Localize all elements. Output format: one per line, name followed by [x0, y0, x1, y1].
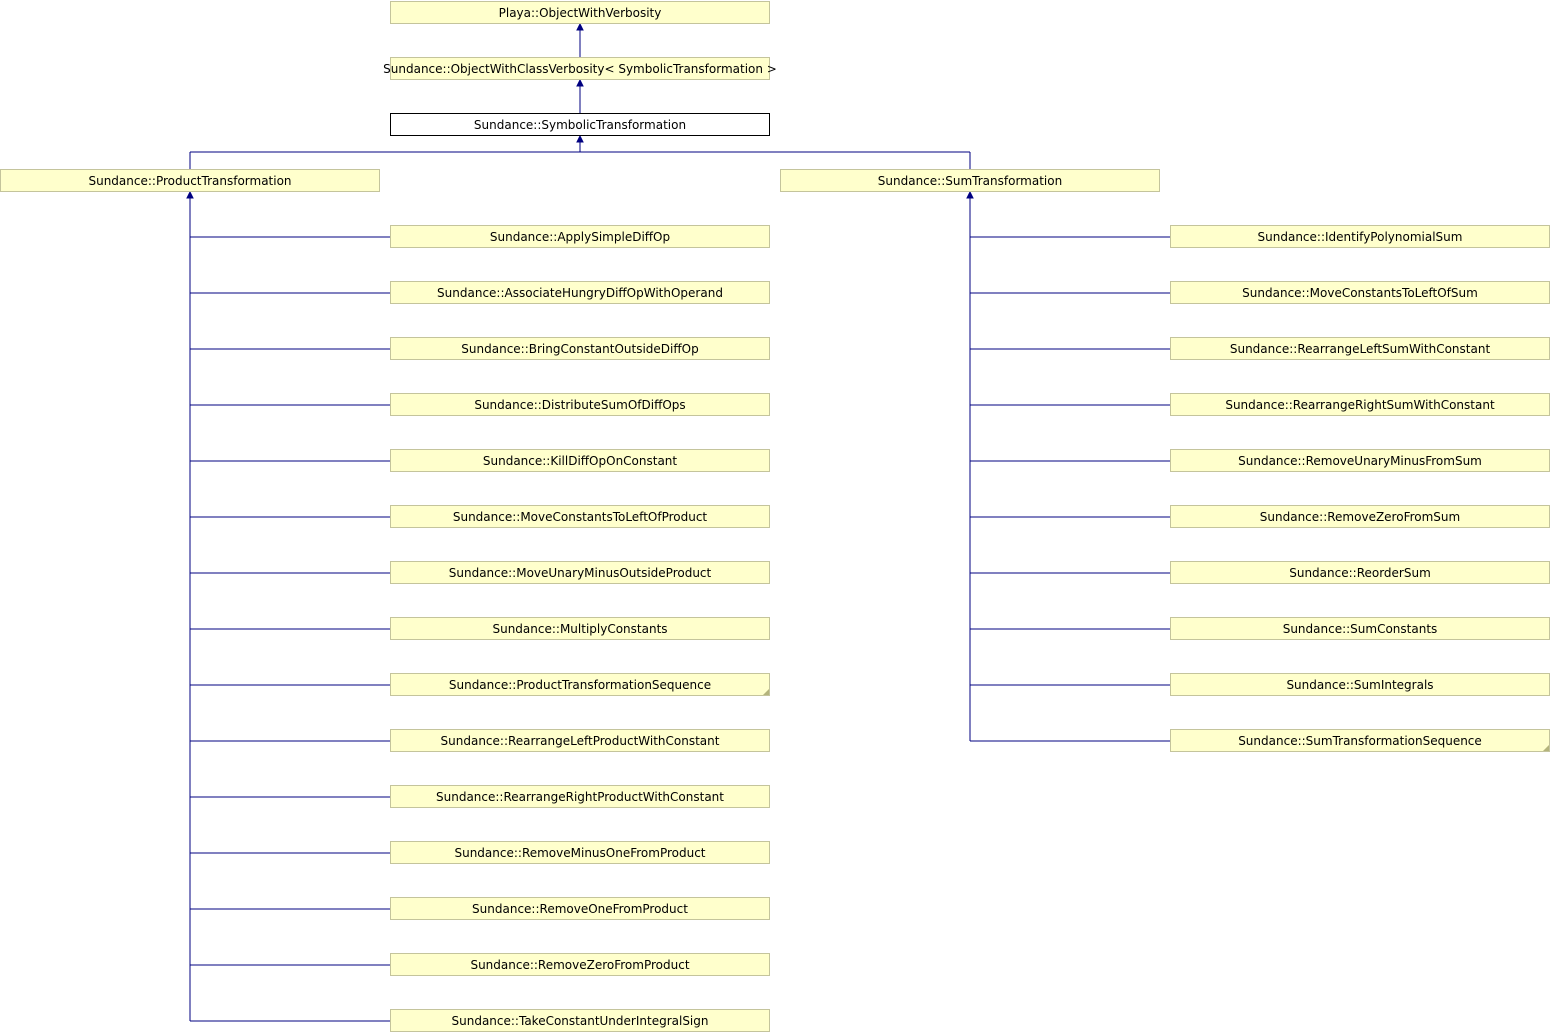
class-node-move-constants-to-left-of-product[interactable]: Sundance::MoveConstantsToLeftOfProduct	[390, 505, 770, 528]
class-label: Sundance::ApplySimpleDiffOp	[490, 230, 670, 244]
class-node-associate-hungry-diff-op-with-operand[interactable]: Sundance::AssociateHungryDiffOpWithOpera…	[390, 281, 770, 304]
class-node-identify-polynomial-sum[interactable]: Sundance::IdentifyPolynomialSum	[1170, 225, 1550, 248]
class-node-remove-unary-minus-from-sum[interactable]: Sundance::RemoveUnaryMinusFromSum	[1170, 449, 1550, 472]
class-box	[390, 57, 770, 80]
class-box	[390, 113, 770, 136]
class-label: Sundance::RearrangeLeftProductWithConsta…	[441, 734, 720, 748]
edges-layer	[186, 22, 1170, 1022]
class-label: Sundance::BringConstantOutsideDiffOp	[461, 342, 698, 356]
class-label: Sundance::SumTransformation	[878, 174, 1062, 188]
class-label: Sundance::AssociateHungryDiffOpWithOpera…	[437, 286, 723, 300]
class-box	[390, 953, 770, 976]
class-node-remove-zero-from-product[interactable]: Sundance::RemoveZeroFromProduct	[390, 953, 770, 976]
branch-arrow-icon	[966, 190, 974, 199]
class-box	[390, 673, 770, 696]
class-box	[390, 337, 770, 360]
class-label: Sundance::SumIntegrals	[1286, 678, 1433, 692]
class-label: Sundance::ObjectWithClassVerbosity< Symb…	[383, 62, 777, 76]
class-label: Sundance::MoveConstantsToLeftOfProduct	[453, 510, 708, 524]
class-node-kill-diff-op-on-constant[interactable]: Sundance::KillDiffOpOnConstant	[390, 449, 770, 472]
class-label: Sundance::ProductTransformationSequence	[449, 678, 711, 692]
class-node-remove-zero-from-sum[interactable]: Sundance::RemoveZeroFromSum	[1170, 505, 1550, 528]
class-label: Sundance::RearrangeLeftSumWithConstant	[1230, 342, 1491, 356]
class-label: Sundance::DistributeSumOfDiffOps	[474, 398, 685, 412]
root-arrow-icon	[576, 134, 584, 143]
class-node-rearrange-right-product-with-constant[interactable]: Sundance::RearrangeRightProductWithConst…	[390, 785, 770, 808]
class-box	[0, 169, 380, 192]
class-node-rearrange-left-product-with-constant[interactable]: Sundance::RearrangeLeftProductWithConsta…	[390, 729, 770, 752]
class-label: Sundance::RemoveUnaryMinusFromSum	[1238, 454, 1482, 468]
collapsed-marker-icon	[1543, 745, 1549, 751]
class-node-move-constants-to-left-of-sum[interactable]: Sundance::MoveConstantsToLeftOfSum	[1170, 281, 1550, 304]
class-node-product-transformation[interactable]: Sundance::ProductTransformation	[0, 169, 380, 192]
class-box	[390, 617, 770, 640]
class-label: Sundance::RemoveMinusOneFromProduct	[454, 846, 705, 860]
class-label: Sundance::ProductTransformation	[88, 174, 291, 188]
class-label: Sundance::MoveUnaryMinusOutsideProduct	[449, 566, 712, 580]
class-label: Sundance::TakeConstantUnderIntegralSign	[452, 1014, 709, 1028]
class-node-bring-constant-outside-diff-op[interactable]: Sundance::BringConstantOutsideDiffOp	[390, 337, 770, 360]
class-label: Sundance::RemoveZeroFromProduct	[470, 958, 689, 972]
class-box	[390, 449, 770, 472]
class-label: Sundance::SumTransformationSequence	[1238, 734, 1482, 748]
class-node-remove-minus-one-from-product[interactable]: Sundance::RemoveMinusOneFromProduct	[390, 841, 770, 864]
class-node-reorder-sum[interactable]: Sundance::ReorderSum	[1170, 561, 1550, 584]
class-box	[390, 561, 770, 584]
chain-arrow-icon	[576, 78, 584, 87]
class-node-move-unary-minus-outside-product[interactable]: Sundance::MoveUnaryMinusOutsideProduct	[390, 561, 770, 584]
class-box	[390, 393, 770, 416]
class-box	[390, 785, 770, 808]
class-node-object-with-class-verbosity-symbolic-transformation[interactable]: Sundance::ObjectWithClassVerbosity< Symb…	[383, 57, 777, 80]
class-box	[390, 1, 770, 24]
class-node-multiply-constants[interactable]: Sundance::MultiplyConstants	[390, 617, 770, 640]
class-label: Sundance::RearrangeRightProductWithConst…	[436, 790, 724, 804]
branch-arrow-icon	[186, 190, 194, 199]
class-box	[390, 897, 770, 920]
class-label: Sundance::KillDiffOpOnConstant	[483, 454, 678, 468]
class-box	[390, 729, 770, 752]
class-label: Sundance::SymbolicTransformation	[474, 118, 686, 132]
class-label: Sundance::MoveConstantsToLeftOfSum	[1242, 286, 1478, 300]
class-box	[390, 281, 770, 304]
class-box	[390, 841, 770, 864]
class-node-sum-constants[interactable]: Sundance::SumConstants	[1170, 617, 1550, 640]
class-box	[780, 169, 1160, 192]
class-node-apply-simple-diff-op[interactable]: Sundance::ApplySimpleDiffOp	[390, 225, 770, 248]
class-node-symbolic-transformation[interactable]: Sundance::SymbolicTransformation	[390, 113, 770, 136]
chain-arrow-icon	[576, 22, 584, 31]
class-node-sum-transformation-sequence[interactable]: Sundance::SumTransformationSequence	[1170, 729, 1550, 752]
class-node-sum-transformation[interactable]: Sundance::SumTransformation	[780, 169, 1160, 192]
class-node-remove-one-from-product[interactable]: Sundance::RemoveOneFromProduct	[390, 897, 770, 920]
class-label: Playa::ObjectWithVerbosity	[499, 6, 662, 20]
class-node-product-transformation-sequence[interactable]: Sundance::ProductTransformationSequence	[390, 673, 770, 696]
class-node-rearrange-right-sum-with-constant[interactable]: Sundance::RearrangeRightSumWithConstant	[1170, 393, 1550, 416]
class-label: Sundance::RearrangeRightSumWithConstant	[1225, 398, 1495, 412]
class-node-object-with-verbosity[interactable]: Playa::ObjectWithVerbosity	[390, 1, 770, 24]
class-label: Sundance::SumConstants	[1283, 622, 1438, 636]
class-label: Sundance::ReorderSum	[1289, 566, 1431, 580]
class-label: Sundance::IdentifyPolynomialSum	[1258, 230, 1463, 244]
class-node-rearrange-left-sum-with-constant[interactable]: Sundance::RearrangeLeftSumWithConstant	[1170, 337, 1550, 360]
class-label: Sundance::RemoveZeroFromSum	[1260, 510, 1460, 524]
class-box	[390, 225, 770, 248]
class-label: Sundance::RemoveOneFromProduct	[472, 902, 688, 916]
class-node-take-constant-under-integral-sign[interactable]: Sundance::TakeConstantUnderIntegralSign	[390, 1009, 770, 1032]
class-label: Sundance::MultiplyConstants	[492, 622, 667, 636]
class-node-distribute-sum-of-diff-ops[interactable]: Sundance::DistributeSumOfDiffOps	[390, 393, 770, 416]
class-box	[390, 505, 770, 528]
class-node-sum-integrals[interactable]: Sundance::SumIntegrals	[1170, 673, 1550, 696]
collapsed-marker-icon	[763, 689, 769, 695]
